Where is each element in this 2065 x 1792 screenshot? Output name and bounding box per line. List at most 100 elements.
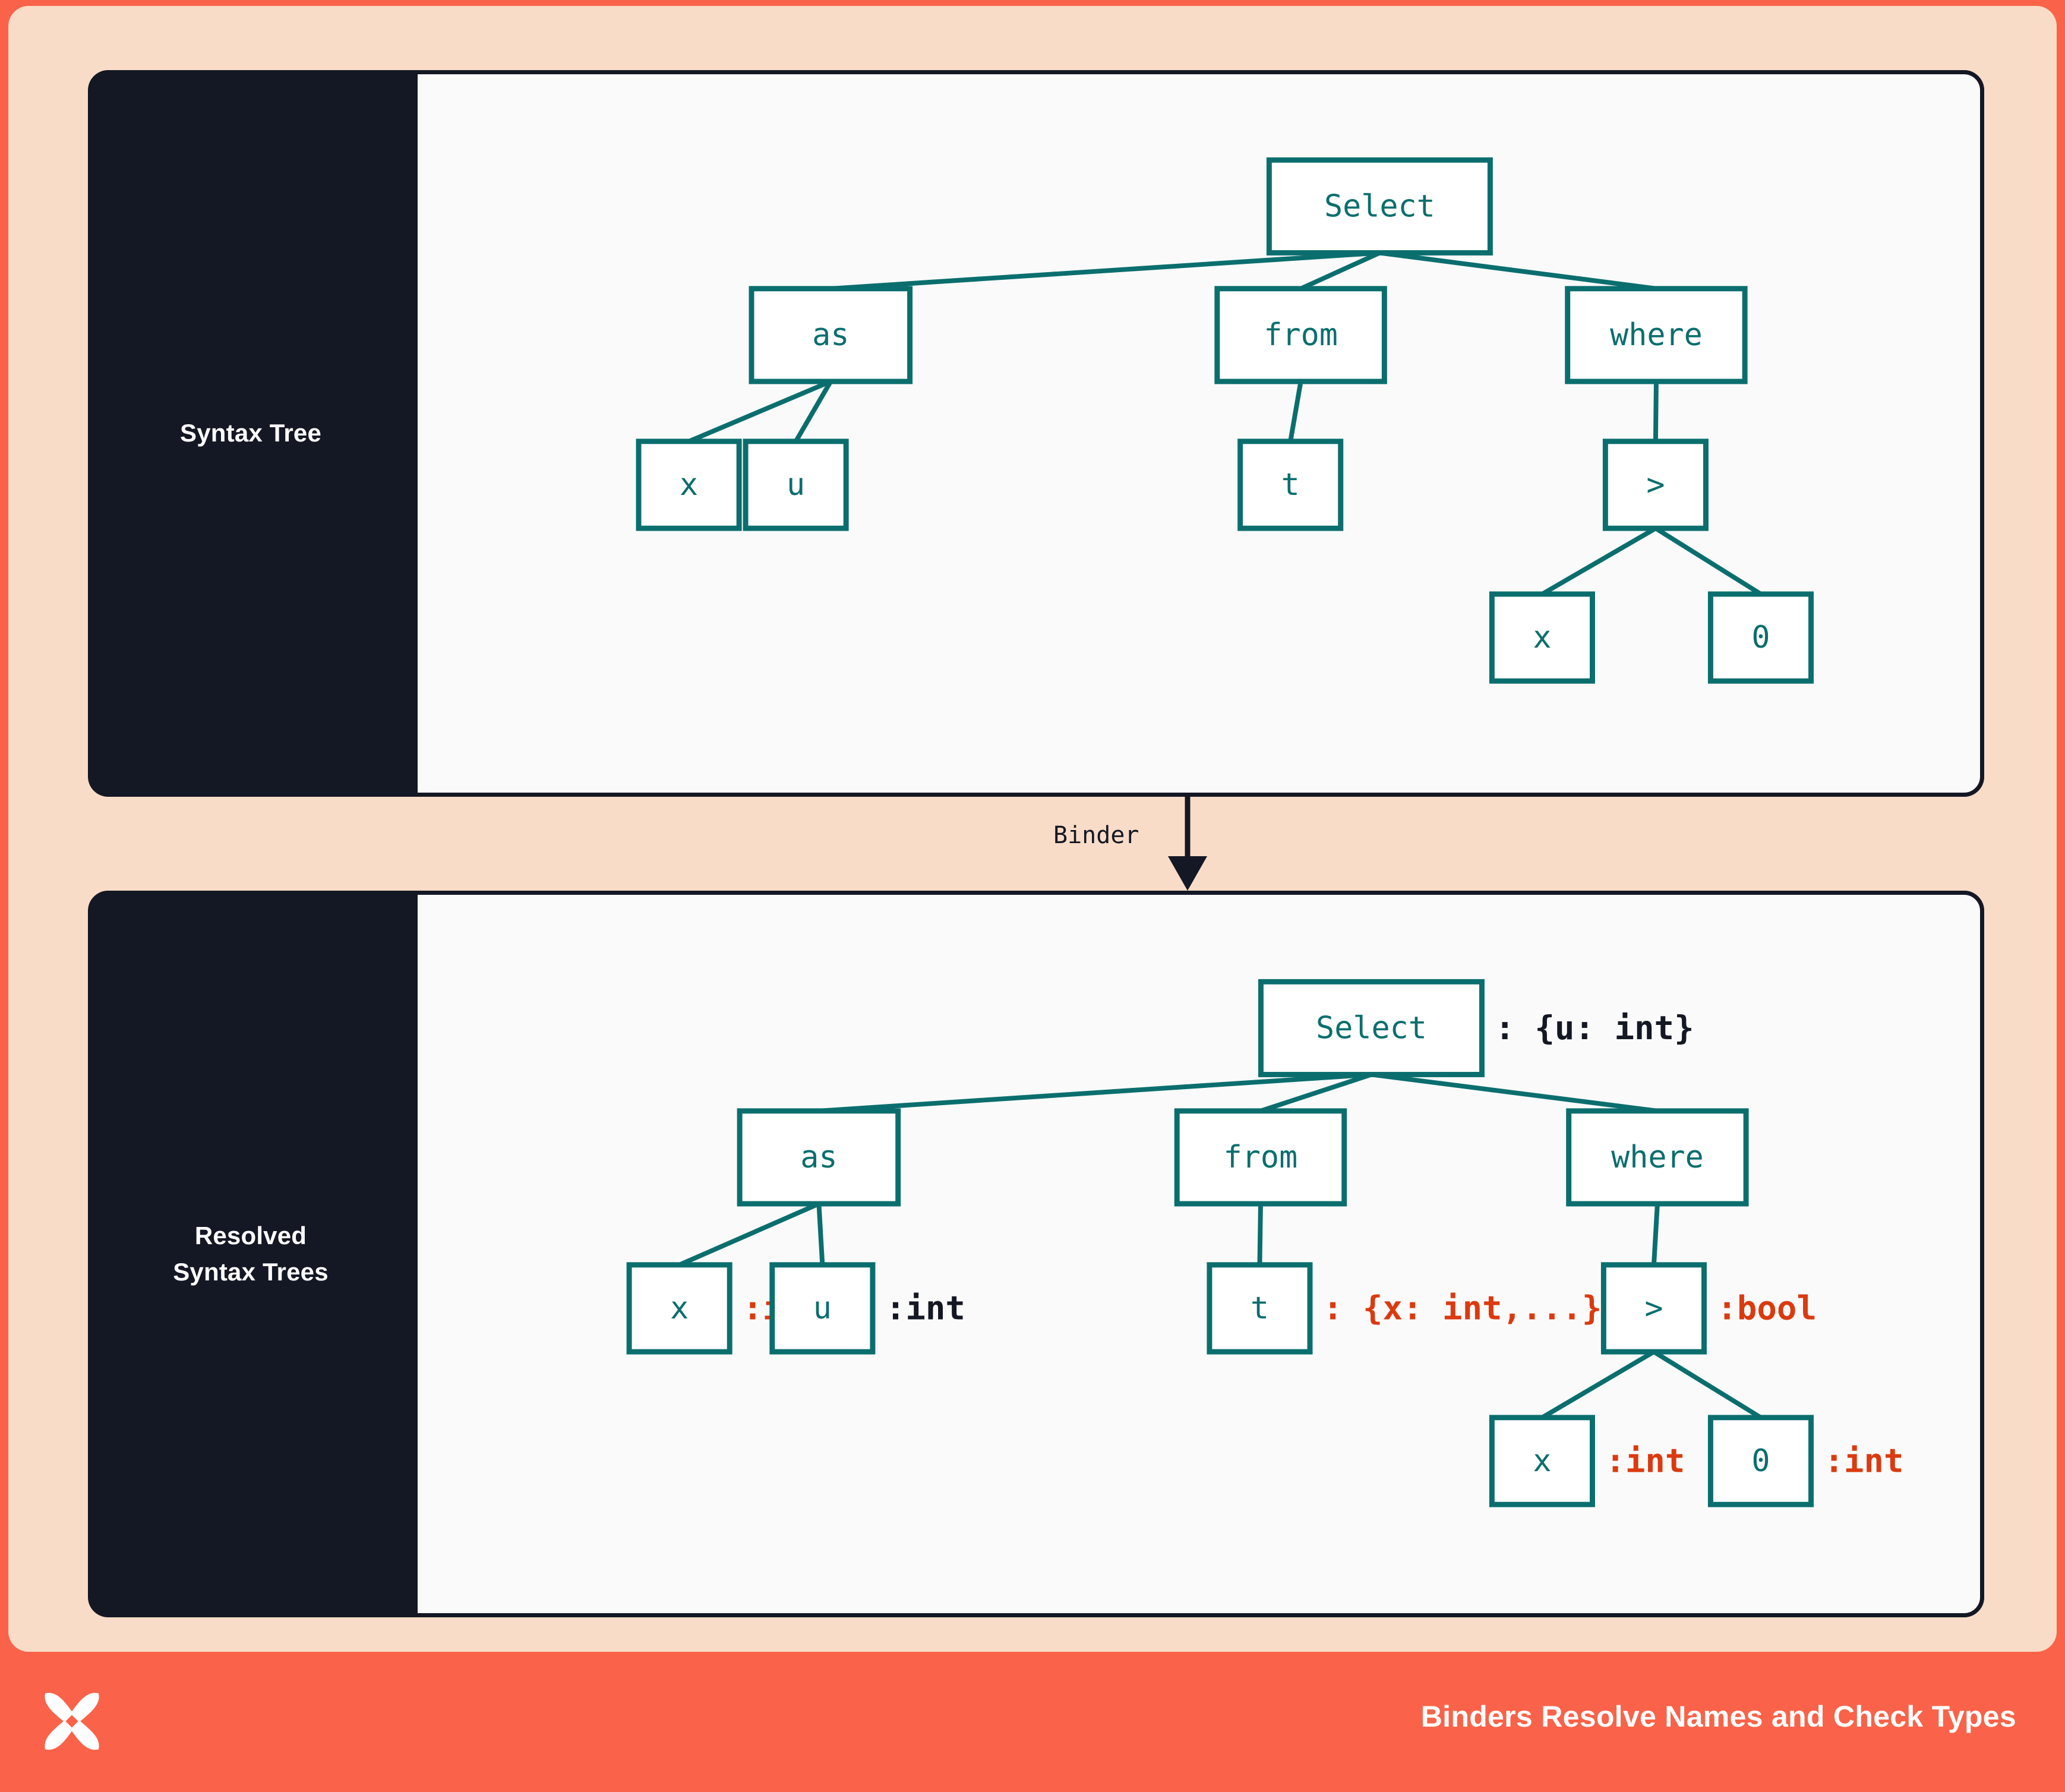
tree-node-box	[1489, 591, 1595, 684]
tree-node-box	[1600, 1262, 1707, 1355]
tree-edge	[1540, 1349, 1655, 1420]
tree-canvas-resolved: Select : {u: int} as from where x :int u :int t : …	[413, 891, 1984, 1617]
tree-node-box	[636, 438, 742, 531]
tree-node-box	[737, 1108, 901, 1207]
tree-node-label: u	[787, 467, 805, 503]
panel-label-line: Resolved	[194, 1221, 307, 1250]
tree-node-box	[1207, 1262, 1313, 1355]
panel-label-resolved-syntax-trees: Resolved Syntax Trees	[88, 891, 413, 1617]
tree-node-box	[1489, 1415, 1595, 1507]
tree-node-label: from	[1264, 317, 1338, 353]
tree-canvas-syntax: Select as from where x u t > x 0	[413, 70, 1984, 797]
tree-node-box	[1258, 979, 1485, 1077]
tree-node-box	[1237, 438, 1344, 531]
tree-node-label: x	[1533, 1443, 1551, 1479]
tree-edge	[1299, 250, 1381, 291]
syntax-tree-graphic: Select as from where x u t > x 0	[636, 157, 1814, 684]
tree-node-label: x	[1533, 620, 1551, 655]
tree-edge	[831, 250, 1380, 291]
tree-node-box	[1214, 286, 1387, 384]
tree-node-label: as	[800, 1140, 837, 1175]
tree-node[interactable]: as	[737, 1108, 901, 1207]
tree-node-label: >	[1644, 1291, 1663, 1326]
tree-node[interactable]: where	[1566, 1108, 1749, 1207]
tree-edge	[1651, 1203, 1660, 1266]
tree-edge	[1540, 526, 1657, 597]
tree-node-label: 0	[1751, 620, 1770, 655]
tree-node-label: where	[1610, 317, 1703, 353]
tree-node[interactable]: 0	[1707, 591, 1814, 684]
tree-node[interactable]: t : {x: int,...}	[1207, 1262, 1602, 1355]
tree-node-box	[749, 286, 913, 384]
tree-node-label: where	[1611, 1140, 1704, 1175]
tree-node[interactable]: as	[749, 286, 913, 384]
tree-edge	[816, 1203, 825, 1266]
tree-node-box	[1174, 1108, 1347, 1207]
tree-node[interactable]: > :bool	[1600, 1262, 1817, 1355]
tree-node-annotation: :int	[1824, 1442, 1903, 1481]
panel-label-line: Syntax Tree	[180, 419, 321, 447]
tree-node-label: from	[1224, 1140, 1298, 1175]
tree-node-label: t	[1251, 1291, 1269, 1326]
panel-label-line: Syntax Trees	[173, 1257, 329, 1286]
tree-edge	[1259, 1072, 1372, 1113]
tree-node[interactable]: Select	[1266, 157, 1493, 255]
tree-node-box	[1266, 157, 1493, 255]
tree-node[interactable]: u :int	[769, 1262, 965, 1355]
tree-edge	[688, 379, 832, 444]
tree-node[interactable]: Select : {u: int}	[1258, 979, 1694, 1077]
tree-node-annotation: : {x: int,...}	[1323, 1289, 1602, 1328]
tree-node-label: Select	[1316, 1010, 1427, 1046]
resolved-syntax-tree-graphic: Select : {u: int} as from where x :int u :int t : …	[626, 979, 1904, 1507]
tree-edge	[794, 380, 833, 443]
tree-node-box	[1566, 1108, 1749, 1207]
tree-edge	[819, 1072, 1372, 1113]
footer-caption: Binders Resolve Names and Check Types	[1420, 1700, 2016, 1733]
tree-node[interactable]: u	[743, 438, 849, 531]
tree-edge	[1288, 381, 1303, 442]
tree-edge	[1654, 526, 1763, 597]
tree-node[interactable]: 0 :int	[1707, 1415, 1904, 1507]
tree-node[interactable]: x	[636, 438, 742, 531]
binder-arrow-icon	[1168, 797, 1207, 891]
tree-node-label: 0	[1751, 1443, 1770, 1479]
tree-node-annotation: :int	[886, 1289, 965, 1328]
tree-node-label: Select	[1324, 189, 1435, 225]
xo-logo-icon	[45, 1693, 99, 1750]
tree-edge	[1379, 250, 1657, 291]
binder-transition: Binder	[88, 797, 1984, 891]
binder-label: Binder	[1053, 822, 1139, 849]
tree-edge	[1652, 1349, 1763, 1420]
tree-node-label: x	[680, 467, 698, 503]
tree-edge	[678, 1201, 820, 1267]
tree-node[interactable]: where	[1565, 286, 1748, 384]
tree-node-box	[1707, 1415, 1814, 1507]
tree-node[interactable]: from	[1214, 286, 1387, 384]
tree-node-box	[1602, 438, 1709, 531]
tree-node-label: u	[813, 1291, 832, 1326]
tree-node-annotation: :bool	[1717, 1289, 1817, 1328]
tree-node[interactable]: x :int	[1489, 1415, 1685, 1507]
tree-node[interactable]: from	[1174, 1108, 1347, 1207]
tree-node-label: t	[1281, 467, 1300, 503]
footer-bar: Binders Resolve Names and Check Types	[0, 1652, 2065, 1792]
panel-resolved-syntax-trees: Resolved Syntax Trees Select : {u: int} as…	[88, 891, 1984, 1617]
tree-node[interactable]: t	[1237, 438, 1344, 531]
tree-node-annotation: :int	[1605, 1442, 1685, 1481]
tree-node-label: x	[670, 1291, 689, 1326]
tree-node-box	[743, 438, 849, 531]
panel-syntax-tree: Syntax Tree Select as from where x u t > x 0	[88, 70, 1984, 797]
tree-node-label: as	[812, 317, 849, 353]
tree-node-box	[1565, 286, 1748, 384]
tree-node-box	[1707, 591, 1814, 684]
tree-node-label: >	[1646, 467, 1665, 503]
slide-canvas: Syntax Tree Select as from where x u t > x 0 Bind…	[8, 6, 2057, 1652]
tree-node-box	[626, 1262, 732, 1355]
tree-edge	[1257, 1203, 1263, 1265]
tree-node[interactable]: >	[1602, 438, 1709, 531]
tree-node-annotation: : {u: int}	[1495, 1009, 1694, 1048]
tree-node-box	[769, 1262, 876, 1355]
tree-node[interactable]: x	[1489, 591, 1595, 684]
tree-edge	[1371, 1072, 1658, 1113]
